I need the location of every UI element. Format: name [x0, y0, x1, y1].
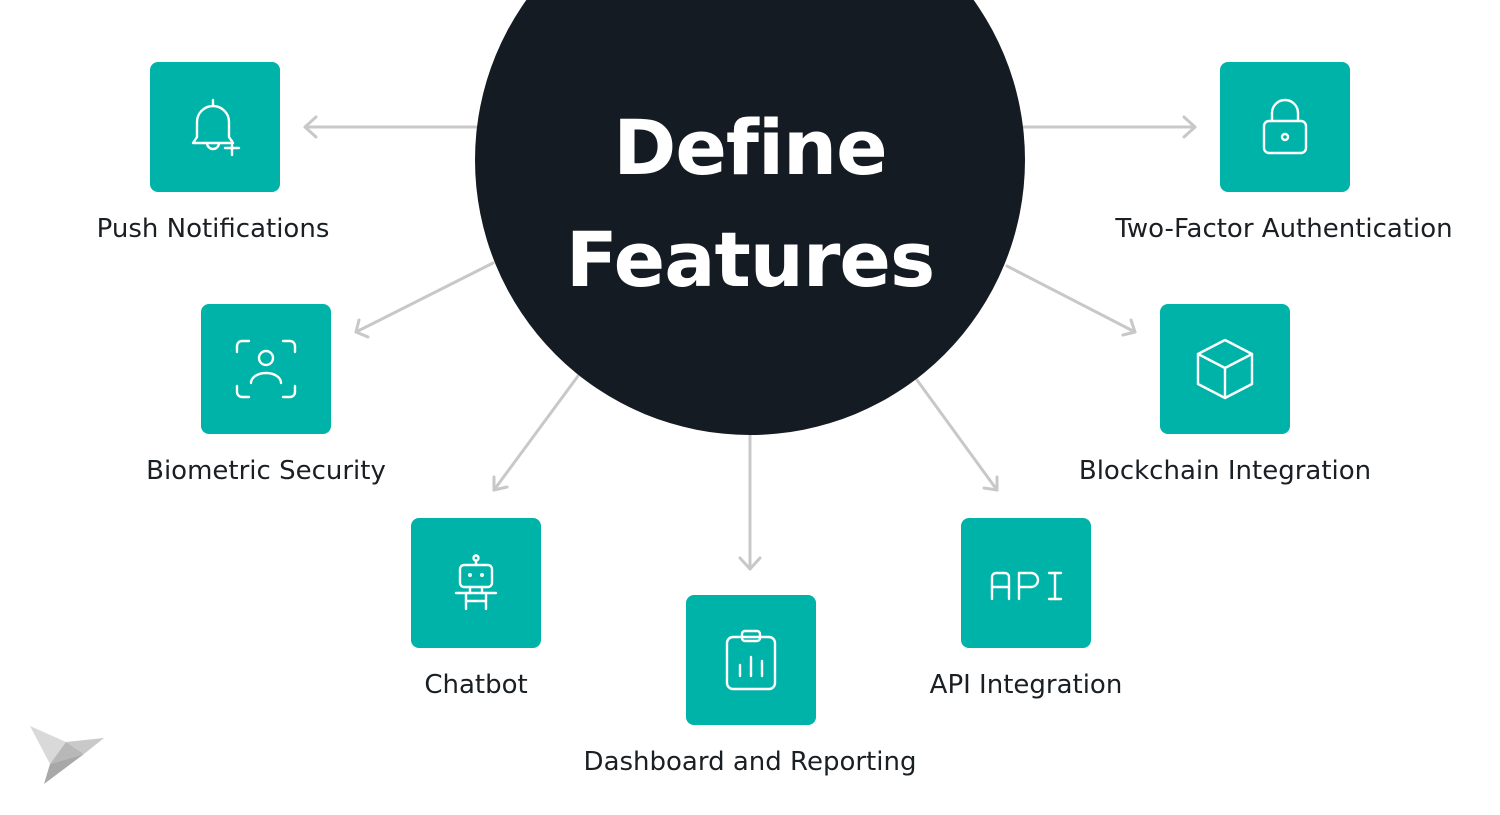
arrow-to-api	[915, 378, 999, 492]
push-notifications-tile	[150, 62, 280, 192]
robot-icon	[454, 554, 498, 611]
bird-logo-icon	[30, 726, 104, 784]
two-factor-label: Two-Factor Authentication	[1115, 214, 1453, 244]
api-tile	[961, 518, 1091, 648]
arrow-to-biometric	[354, 261, 495, 339]
arrow-to-blockchain	[1005, 264, 1137, 337]
dashboard-tile	[686, 595, 816, 725]
central-hub-circle	[475, 0, 1025, 435]
face-scan-icon	[235, 339, 297, 399]
push-notifications-label: Push Notifications	[96, 214, 330, 244]
arrow-to-two-factor	[1022, 115, 1197, 139]
chatbot-tile	[411, 518, 541, 648]
api-label: API Integration	[929, 670, 1123, 700]
cube-icon	[1196, 338, 1254, 400]
arrow-to-chatbot	[492, 374, 580, 492]
bell-plus-icon	[191, 98, 241, 157]
arrow-to-dashboard	[738, 433, 762, 571]
two-factor-tile	[1220, 62, 1350, 192]
arrow-to-push-notifications	[303, 115, 478, 139]
hub-title: Define Features	[565, 103, 935, 304]
dashboard-label: Dashboard and Reporting	[583, 747, 917, 777]
biometric-tile	[201, 304, 331, 434]
lock-icon	[1262, 98, 1308, 155]
biometric-label: Biometric Security	[146, 456, 386, 486]
clipboard-chart-icon	[725, 629, 777, 691]
blockchain-tile	[1160, 304, 1290, 434]
blockchain-label: Blockchain Integration	[1078, 456, 1372, 486]
chatbot-label: Chatbot	[424, 670, 528, 700]
api-icon	[990, 571, 1063, 601]
